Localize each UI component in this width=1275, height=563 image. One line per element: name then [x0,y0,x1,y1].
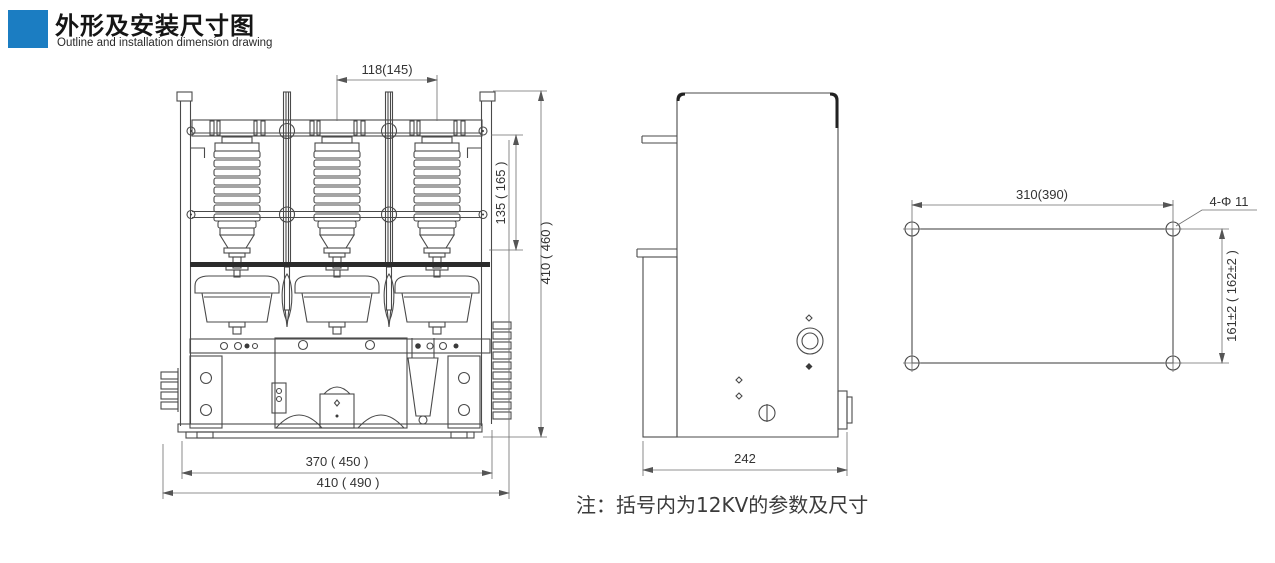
side-view-drawing [636,92,853,438]
section-header: 外形及安装尺寸图 Outline and installation dimens… [0,0,600,60]
front-view-drawing [160,91,512,439]
dim-depth: 242 [734,451,756,466]
holes-label: 4-Φ 11 [1209,194,1248,209]
page-subtitle: Outline and installation dimension drawi… [57,37,273,49]
accent-square-icon [8,10,48,48]
dim-pole-spacing: 118(145) [361,62,412,77]
mounting-view-dimensions: 310(390) 4-Φ 11 161±2 ( 162±2 ) [911,187,1257,364]
dim-hole-spacing-h: 310(390) [1016,187,1068,202]
note-text: 注：括号内为12KV的参数及尺寸 [576,493,868,517]
dim-total-height: 410 ( 460 ) [538,222,553,285]
dim-mount-width: 370 ( 450 ) [306,454,369,469]
dim-hole-spacing-v: 161±2 ( 162±2 ) [1224,250,1239,342]
mounting-view-drawing [903,220,1182,372]
side-view-dimensions: 242 [642,432,848,476]
page-title: 外形及安装尺寸图 [55,13,255,40]
dim-upper-height: 135 ( 165 ) [493,162,508,225]
dim-total-width: 410 ( 490 ) [317,475,380,490]
front-view-dimensions: 118(145) 135 ( 165 ) 410 ( 460 ) 370 ( 4… [162,62,553,499]
